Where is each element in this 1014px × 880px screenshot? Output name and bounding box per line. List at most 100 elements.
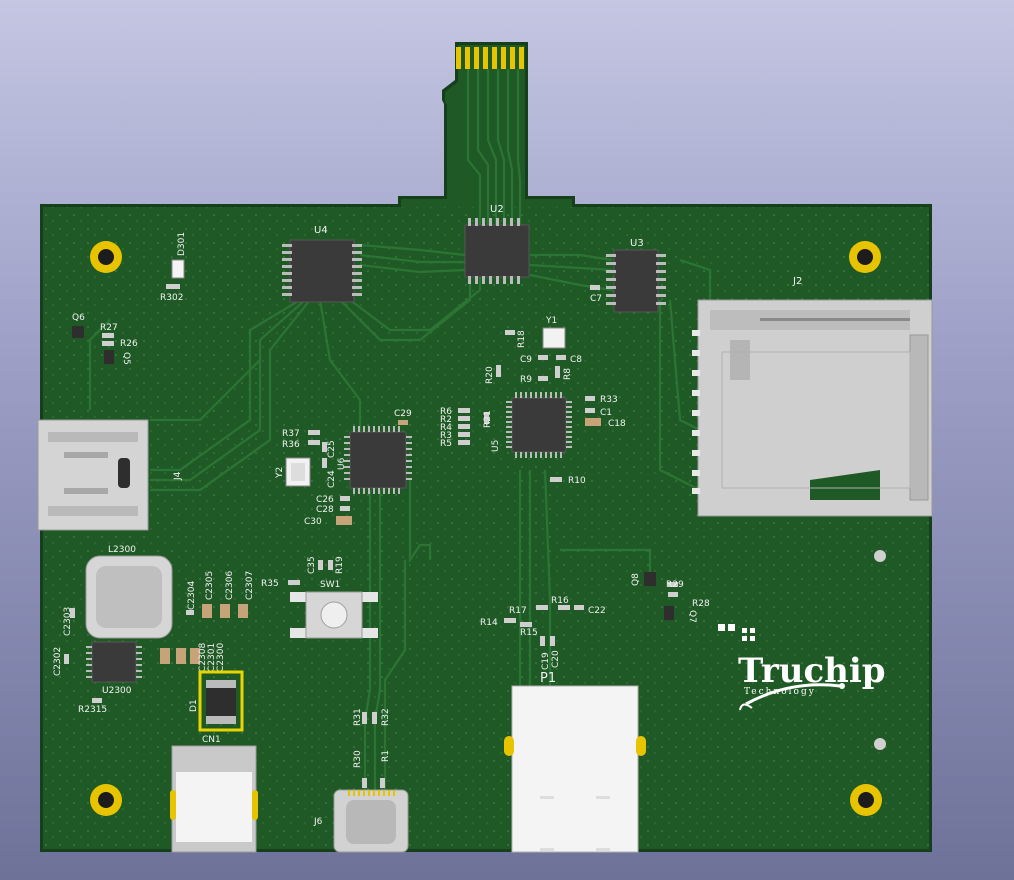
cap-c2303 (70, 608, 75, 618)
label-r5: R5 (440, 439, 452, 449)
label-r18: R18 (517, 330, 527, 348)
label-c25: C25 (327, 440, 337, 458)
label-c24: C24 (327, 470, 337, 488)
label-u6: U6 (337, 457, 347, 470)
label-q5: Q5 (121, 352, 131, 365)
label-l2300: L2300 (108, 545, 136, 555)
label-r28: R28 (692, 599, 710, 609)
label-r27: R27 (100, 323, 118, 333)
label-c2302: C2302 (53, 647, 63, 676)
transistor-q8 (644, 572, 656, 586)
label-r1: R1 (381, 750, 391, 762)
brand-sub: Technology (744, 687, 816, 697)
crystal-y2-top (291, 463, 305, 481)
label-sw1: SW1 (320, 580, 340, 590)
connector-j4 (37, 419, 149, 531)
sd-card-socket-j2 (692, 299, 933, 517)
label-r33: R33 (600, 395, 618, 405)
resistor-r17 (536, 605, 548, 610)
cap-c25 (322, 442, 327, 452)
resistor-r27 (102, 333, 114, 338)
copper-traces (88, 69, 712, 790)
cap-c2306 (220, 604, 230, 618)
label-c2300: C2300 (216, 643, 226, 672)
label-r6: R6 (440, 407, 452, 417)
label-r19: R19 (335, 556, 345, 574)
label-r9: R9 (520, 375, 532, 385)
crystal-y1 (542, 327, 566, 349)
label-c35: C35 (307, 556, 317, 574)
label-u3: U3 (630, 238, 644, 249)
label-c8: C8 (570, 355, 582, 365)
label-q7: Q7 (687, 610, 697, 623)
cap-c35 (318, 560, 323, 570)
resistor-r8 (555, 366, 560, 378)
label-r2315: R2315 (78, 705, 107, 715)
resistor-r16 (558, 605, 570, 610)
label-r3: R3 (440, 431, 452, 441)
label-c2305: C2305 (205, 571, 215, 600)
ic-u5 (506, 392, 572, 458)
label-c20: C20 (551, 650, 561, 668)
cap-c2308 (160, 648, 170, 664)
label-r2: R2 (440, 415, 452, 425)
label-r26: R26 (120, 339, 138, 349)
label-r35: R35 (261, 579, 279, 589)
label-c2307: C2307 (245, 571, 255, 600)
transistor-q6 (72, 326, 84, 338)
inductor-l2300 (85, 555, 173, 639)
label-q6: Q6 (72, 313, 85, 323)
diode-d1 (198, 670, 244, 732)
label-c2306: C2306 (225, 571, 235, 600)
resistor-r18 (505, 330, 515, 335)
label-c2301: C2301 (207, 643, 217, 672)
label-c30: C30 (304, 517, 322, 527)
label-r14: R14 (480, 618, 498, 628)
label-r36: R36 (282, 440, 300, 450)
edge-connector-gold-fingers (456, 47, 524, 69)
cap-c2300 (190, 648, 200, 664)
label-d301: D301 (177, 232, 187, 256)
label-u4: U4 (314, 225, 328, 236)
cap-c22 (574, 605, 584, 610)
label-r8: R8 (563, 368, 573, 380)
label-c2303: C2303 (63, 607, 73, 636)
resistor-r29 (668, 582, 678, 587)
resistor-r33 (585, 396, 595, 401)
label-c9: C9 (520, 355, 532, 365)
ic-u3 (606, 249, 666, 313)
tactile-switch-sw1[interactable] (290, 591, 378, 639)
label-c2308: C2308 (198, 643, 208, 672)
label-q8: Q8 (631, 573, 641, 586)
label-r302: R302 (160, 293, 183, 303)
label-j2: J2 (792, 276, 802, 287)
cap-c7 (590, 285, 600, 290)
cap-c2301 (176, 648, 186, 664)
label-r15: R15 (520, 628, 538, 638)
label-r37: R37 (282, 429, 300, 439)
label-j6: J6 (313, 817, 323, 827)
resistor-r28 (668, 592, 678, 597)
resistor-r10 (550, 477, 562, 482)
ic-u4 (282, 239, 362, 303)
label-c19: C19 (541, 652, 551, 670)
label-j4: J4 (173, 471, 183, 481)
resistor-r9 (538, 376, 548, 381)
label-y2: Y2 (275, 467, 285, 479)
led-d301 (171, 259, 185, 279)
resistor-r1 (380, 778, 385, 788)
cap-c19 (540, 636, 545, 646)
label-c18: C18 (608, 419, 626, 429)
resistor-r21 (484, 412, 489, 424)
cap-c9 (538, 355, 548, 360)
cap-c2304 (186, 610, 194, 615)
resistor-r37 (308, 430, 320, 435)
connector-cn1 (170, 745, 258, 853)
label-c26: C26 (316, 495, 334, 505)
transistor-q5 (104, 350, 114, 364)
label-c29: C29 (394, 409, 412, 419)
cap-c18 (585, 418, 601, 426)
label-cn1: CN1 (202, 735, 221, 745)
label-r20: R20 (485, 366, 495, 384)
